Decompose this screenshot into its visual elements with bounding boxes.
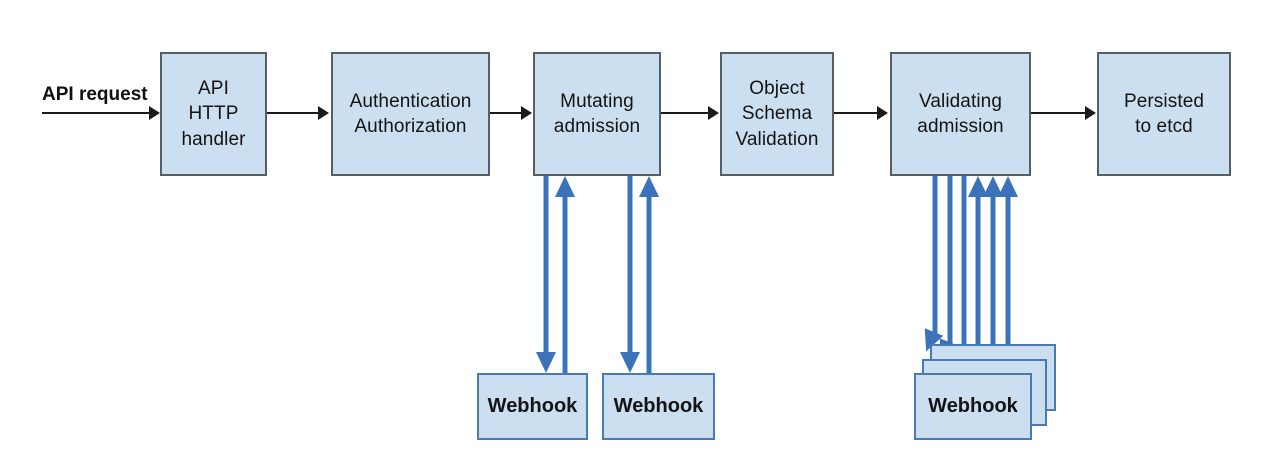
arrow-line-webhook-a-to-validating bbox=[975, 196, 981, 376]
stage-label-line-1: API bbox=[198, 78, 229, 100]
webhook-label: Webhook bbox=[928, 395, 1018, 417]
arrow-line-webhook-2-to-mutating bbox=[646, 196, 652, 374]
stage-label-line-1: Mutating bbox=[560, 90, 634, 112]
stage-label-line-2: admission bbox=[917, 116, 1004, 137]
arrowhead-validating-to-etcd bbox=[1085, 106, 1096, 120]
entry-label-api-request: API request bbox=[42, 84, 148, 105]
connector-validating-to-etcd bbox=[1031, 112, 1086, 114]
webhook-box-validating-front[interactable]: Webhook bbox=[914, 373, 1032, 440]
stage-box-authentication-authorization[interactable]: Authentication Authorization bbox=[331, 52, 490, 176]
arrowhead-mutating-to-schema bbox=[708, 106, 719, 120]
arrowhead-entry-to-api-handler bbox=[149, 106, 160, 120]
arrow-line-mutating-to-webhook-2 bbox=[627, 176, 633, 356]
stage-box-object-schema-validation[interactable]: Object Schema Validation bbox=[720, 52, 834, 176]
arrowhead-down-mutating-to-webhook-1 bbox=[536, 352, 556, 373]
arrow-line-validating-to-webhook-b bbox=[947, 176, 953, 351]
connector-entry-to-api-handler bbox=[42, 112, 152, 114]
arrowhead-down-mutating-to-webhook-2 bbox=[620, 352, 640, 373]
stage-label-line-2: Schema bbox=[741, 103, 813, 125]
stage-label-line-2: Authorization bbox=[354, 116, 467, 137]
stage-box-validating-admission[interactable]: Validating admission bbox=[890, 52, 1031, 176]
stage-box-mutating-admission[interactable]: Mutating admission bbox=[533, 52, 661, 176]
arrowhead-up-webhook-1-to-mutating bbox=[555, 176, 575, 197]
arrowhead-api-handler-to-auth bbox=[318, 106, 329, 120]
stage-label-line-2: to etcd bbox=[1135, 116, 1193, 137]
stage-box-persisted-to-etcd[interactable]: Persisted to etcd bbox=[1097, 52, 1231, 176]
stage-label-line-3: handler bbox=[181, 128, 246, 150]
stage-label-line-2: HTTP bbox=[188, 103, 239, 125]
stage-box-api-http-handler[interactable]: API HTTP handler bbox=[160, 52, 267, 176]
stage-label-line-1: Authentication bbox=[349, 90, 472, 112]
arrowhead-schema-to-validating bbox=[877, 106, 888, 120]
connector-api-handler-to-auth bbox=[267, 112, 318, 114]
arrowhead-up-webhook-2-to-mutating bbox=[639, 176, 659, 197]
stage-label-line-1: Validating bbox=[918, 90, 1003, 112]
webhook-box-mutating-1[interactable]: Webhook bbox=[477, 373, 588, 440]
arrow-line-mutating-to-webhook-1 bbox=[543, 176, 549, 356]
stage-label-line-1: Object bbox=[749, 78, 805, 100]
arrow-line-webhook-1-to-mutating bbox=[562, 196, 568, 374]
connector-schema-to-validating bbox=[834, 112, 878, 114]
arrowhead-up-webhook-c-to-validating bbox=[998, 176, 1018, 197]
connector-mutating-to-schema bbox=[661, 112, 711, 114]
arrow-line-validating-to-webhook-a bbox=[932, 176, 938, 341]
webhook-box-mutating-2[interactable]: Webhook bbox=[602, 373, 715, 440]
webhook-label: Webhook bbox=[613, 395, 704, 417]
stage-label-line-2: admission bbox=[553, 116, 641, 137]
arrow-line-webhook-b-to-validating bbox=[990, 196, 996, 366]
stage-label-line-3: Validation bbox=[735, 128, 819, 150]
stage-label-line-1: Persisted bbox=[1123, 90, 1205, 112]
arrow-line-validating-to-webhook-c bbox=[961, 176, 967, 361]
arrowhead-auth-to-mutating bbox=[521, 106, 532, 120]
webhook-label: Webhook bbox=[487, 395, 578, 417]
arrow-line-webhook-c-to-validating bbox=[1005, 196, 1011, 356]
connector-auth-to-mutating bbox=[490, 112, 530, 114]
